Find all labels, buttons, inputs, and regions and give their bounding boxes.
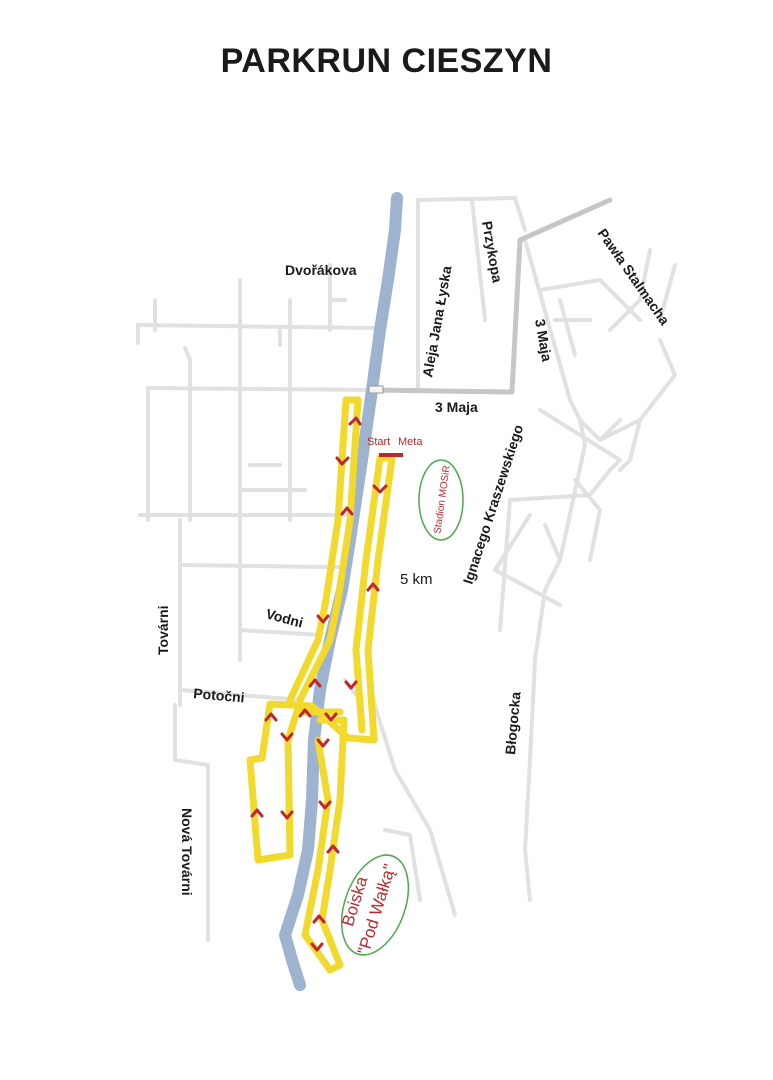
finish-label: Meta [398,436,423,448]
distance-label: 5 km [400,571,433,588]
street-3-maja-vertical: 3 Maja [532,318,555,363]
street-vodni: Vodni [264,605,305,630]
bridge [368,385,384,394]
street-potocni: Potočni [193,685,246,705]
street-nova-tovarni: Nová Továrni [179,808,195,896]
start-label: Start [367,436,390,448]
stadion-mosir-outline [418,459,464,541]
direction-arrows [250,416,388,952]
street-tovarni: Továrni [155,605,171,655]
boiska-pod-walka-outline [340,854,410,956]
street-blogocka: Błogocka [502,691,523,755]
street-ignacego-kraszewskiego: Ignacego Kraszewskiego [460,423,527,586]
stadion-mosir-label: Stadion MOSiR [432,465,452,535]
street-aleja-jana-lyska: Aleja Jana Łyska [419,264,454,378]
street-dvorakova: Dvořákova [285,262,357,278]
page-title: PARKRUN CIESZYN [220,42,553,80]
street-network [136,196,677,942]
street-3-maja: 3 Maja [435,399,478,415]
street-przykopa: Przykopa [479,220,506,284]
main-roads [372,197,613,395]
